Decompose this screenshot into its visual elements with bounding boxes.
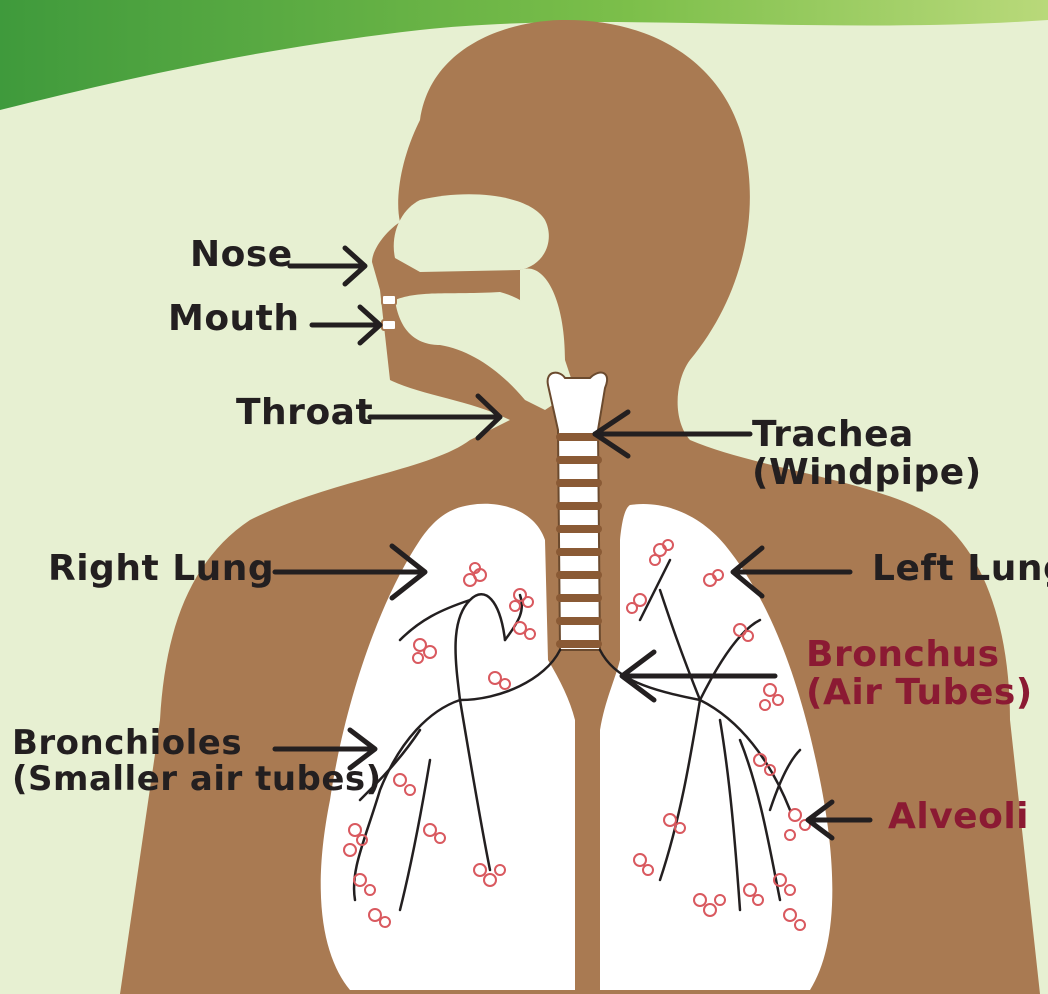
label-right-lung: Right Lung bbox=[48, 550, 274, 588]
label-bronchioles-line2: (Smaller air tubes) bbox=[12, 762, 382, 798]
label-trachea-line1: Trachea bbox=[752, 416, 982, 454]
label-throat: Throat bbox=[236, 394, 373, 432]
label-bronchus-line1: Bronchus bbox=[806, 636, 1033, 674]
arrow-mouth bbox=[312, 307, 380, 343]
label-trachea-line2: (Windpipe) bbox=[752, 454, 982, 492]
label-bronchus-line2: (Air Tubes) bbox=[806, 674, 1033, 712]
nasal-cavity bbox=[394, 194, 549, 272]
arrow-nose bbox=[290, 248, 365, 284]
label-bronchioles: Bronchioles (Smaller air tubes) bbox=[12, 726, 382, 797]
label-left-lung: Left Lung bbox=[872, 550, 1048, 588]
label-nose: Nose bbox=[190, 236, 293, 274]
label-trachea: Trachea (Windpipe) bbox=[752, 416, 982, 492]
label-bronchioles-line1: Bronchioles bbox=[12, 726, 382, 762]
label-alveoli: Alveoli bbox=[888, 798, 1029, 836]
label-bronchus: Bronchus (Air Tubes) bbox=[806, 636, 1033, 712]
label-mouth: Mouth bbox=[168, 300, 300, 338]
